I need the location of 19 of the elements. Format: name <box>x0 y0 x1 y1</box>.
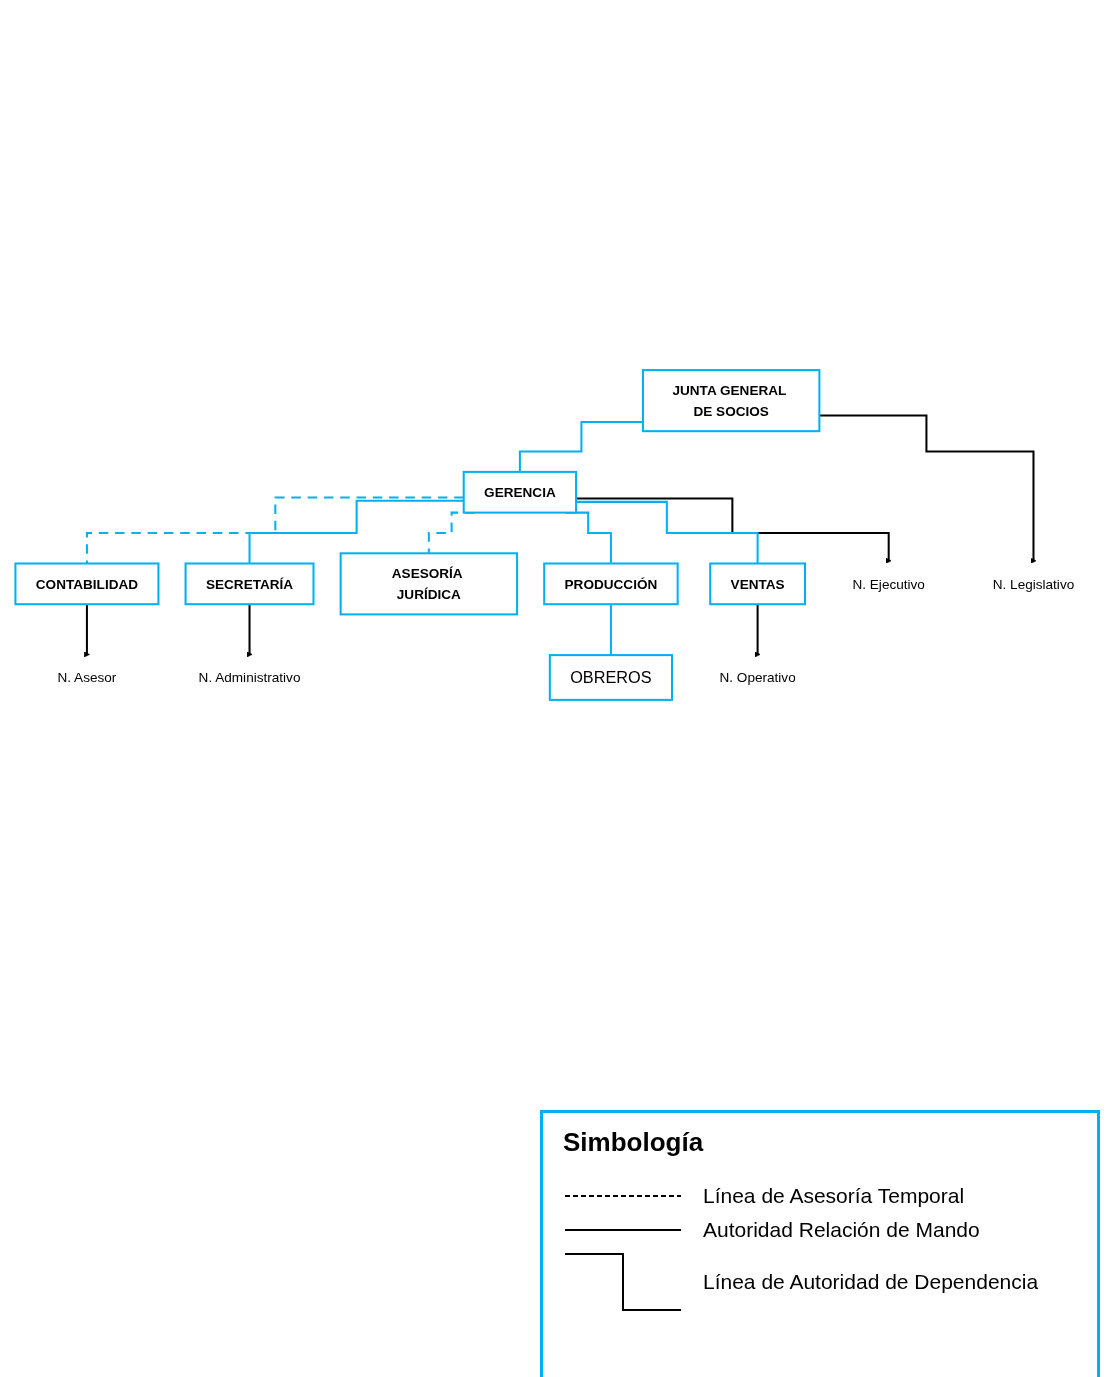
arrow <box>576 497 892 564</box>
node-text: N. Legislativo <box>992 576 1075 592</box>
node-box: CONTABILIDAD <box>14 562 160 606</box>
arrow <box>819 414 1037 564</box>
node-box: PRODUCCIÓN <box>543 562 679 606</box>
node-box: VENTAS <box>709 562 806 606</box>
node-text: N. Ejecutivo <box>852 576 925 592</box>
node-box: SECRETARÍA <box>184 562 315 606</box>
node-box: GERENCIA <box>462 470 578 514</box>
legend-text: Línea de Autoridad de Dependencia <box>703 1270 1039 1294</box>
node-box: JUNTA GENERAL DE SOCIOS <box>641 369 821 433</box>
node-box: OBREROS <box>548 654 674 701</box>
legend-text: Autoridad Relación de Mando <box>703 1218 980 1242</box>
node-text: N. Asesor <box>57 670 117 685</box>
legend-text: Línea de Asesoría Temporal <box>703 1184 965 1208</box>
node-box: ASESORÍA JURÍDICA <box>339 552 519 616</box>
legend-title: Simbología <box>563 1127 704 1158</box>
node-text: N. Operativo <box>719 670 796 685</box>
node-text: N. Administrativo <box>198 670 301 685</box>
